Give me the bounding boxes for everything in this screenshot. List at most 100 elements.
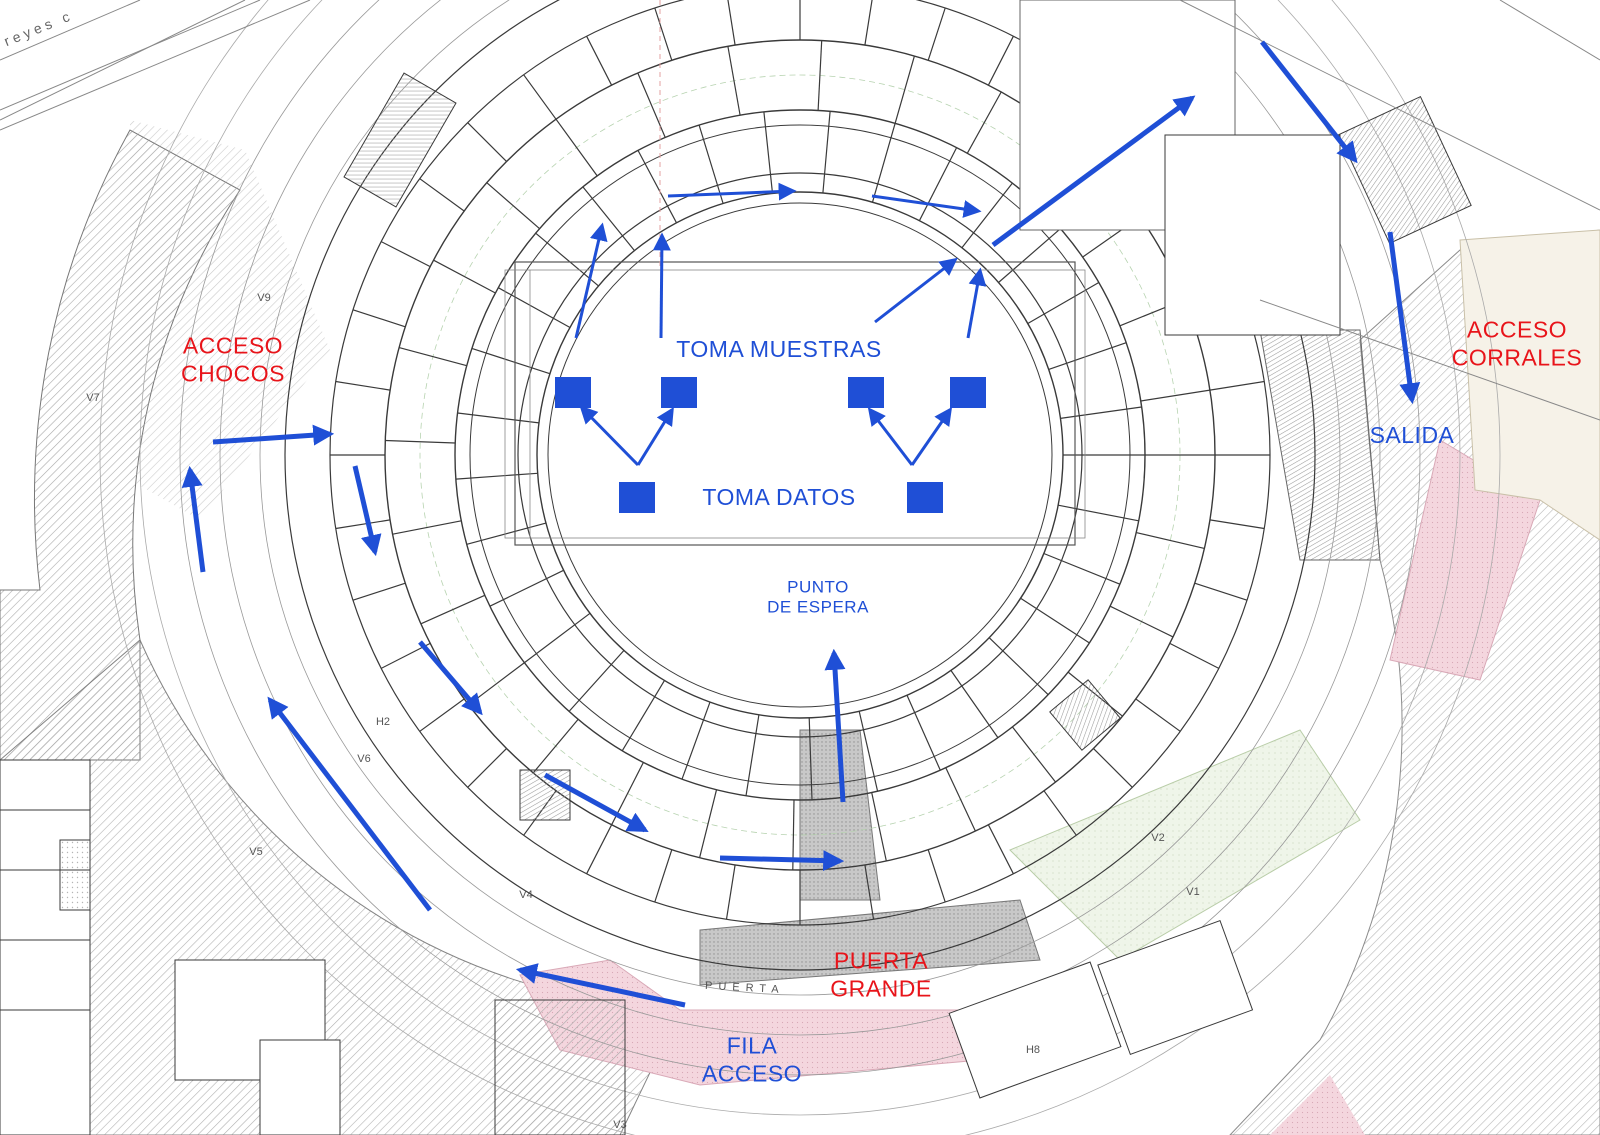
room-wall (352, 582, 406, 601)
room-wall (918, 147, 958, 221)
flow-arrows (181, 40, 1421, 1008)
arrow-to-gate (719, 850, 845, 872)
label-acceso-corrales: ACCESO CORRALES (1451, 316, 1583, 370)
room-wall (467, 122, 508, 163)
room-wall (1048, 342, 1127, 370)
zone-v9: V9 (257, 292, 271, 304)
zone-h8: H8 (1025, 1044, 1041, 1056)
arena (504, 261, 1086, 546)
room-wall (523, 74, 557, 120)
room-wall (945, 767, 976, 832)
arrow-down-1 (352, 465, 382, 557)
room-wall (966, 91, 1002, 154)
room-wall (1109, 605, 1174, 638)
label-puerta-grande: PUERTA GRANDE (830, 947, 932, 1001)
room-wall (998, 228, 1061, 283)
arrow-chocos-up (181, 465, 206, 573)
label-toma-datos: TOMA DATOS (702, 484, 856, 511)
room-wall (637, 150, 678, 224)
room-wall (637, 72, 666, 138)
zone-v4: V4 (519, 889, 533, 901)
room-wall (380, 241, 431, 268)
room-wall (467, 747, 508, 788)
room-wall (698, 124, 724, 204)
station-datos-1 (619, 482, 655, 513)
room-wall (871, 792, 887, 862)
arrow-down-2 (418, 640, 483, 716)
outer-left-rooms (0, 0, 1472, 1135)
room-wall (555, 118, 598, 177)
room-wall (532, 718, 579, 774)
room-wall (471, 347, 551, 375)
arrow-fila-acceso (515, 963, 686, 1008)
label-toma-muestras: TOMA MUESTRAS (676, 336, 882, 363)
arrow-salida-down (1387, 231, 1421, 405)
room-wall (419, 178, 465, 212)
room-wall (864, 864, 875, 920)
station-muestra-2 (661, 377, 697, 408)
room-wall (654, 7, 673, 61)
room-wall (335, 519, 391, 530)
label-salida: SALIDA (1369, 422, 1455, 449)
room-wall (725, 864, 736, 920)
room-wall (961, 182, 1013, 249)
room-wall (498, 287, 571, 329)
arrow-chocos-right (212, 424, 335, 446)
room-wall (927, 849, 946, 903)
room-wall (524, 612, 591, 664)
room-wall (699, 789, 718, 858)
station-muestra-4 (950, 377, 986, 408)
station-muestra-1 (555, 377, 591, 408)
sampling-arrows (574, 182, 987, 467)
room-wall (1043, 790, 1077, 836)
zone-v1: V1 (1186, 886, 1200, 898)
room-wall (352, 309, 406, 328)
room-wall (894, 55, 915, 124)
room-wall (745, 714, 760, 796)
room-wall (1060, 406, 1142, 419)
room-wall (586, 35, 613, 86)
zone-v2: V2 (1151, 832, 1165, 844)
arrow-exit-diagonal (991, 95, 1196, 248)
room-wall (727, 46, 741, 116)
room-wall (457, 412, 540, 424)
room-wall (335, 380, 391, 391)
room-wall (987, 824, 1014, 875)
room-wall (987, 35, 1014, 86)
room-wall (420, 594, 486, 625)
street-lines (0, 0, 1600, 421)
room-wall (906, 695, 941, 771)
label-acceso-chocos: ACCESO CHOCOS (181, 332, 285, 386)
room-wall (419, 698, 465, 732)
arrow-top-right-down (1260, 40, 1358, 164)
room-wall (455, 472, 538, 480)
arrow-espera-up (824, 648, 846, 803)
room-wall (681, 701, 711, 780)
room-wall (1135, 698, 1181, 732)
room-wall (858, 711, 879, 792)
room-wall (1169, 642, 1220, 669)
station-markers (555, 377, 986, 513)
room-wall (1027, 281, 1100, 325)
room-wall (489, 569, 564, 607)
zone-v7: V7 (86, 392, 100, 404)
room-wall (433, 259, 496, 294)
room-wall (988, 637, 1049, 696)
room-wall (763, 111, 774, 194)
station-datos-2 (907, 482, 943, 513)
room-wall (1092, 747, 1133, 788)
room-wall (568, 649, 625, 712)
zone-v5: V5 (249, 846, 263, 858)
room-wall (822, 111, 831, 194)
room-wall (950, 670, 999, 738)
room-wall (1011, 726, 1056, 783)
room-wall (1020, 597, 1090, 644)
room-wall (871, 123, 896, 203)
arrow-down-3 (543, 772, 649, 833)
room-wall (486, 182, 540, 230)
zone-h2: H2 (375, 716, 391, 728)
room-wall (1136, 532, 1205, 549)
room-wall (864, 0, 873, 46)
room-wall (817, 40, 823, 111)
